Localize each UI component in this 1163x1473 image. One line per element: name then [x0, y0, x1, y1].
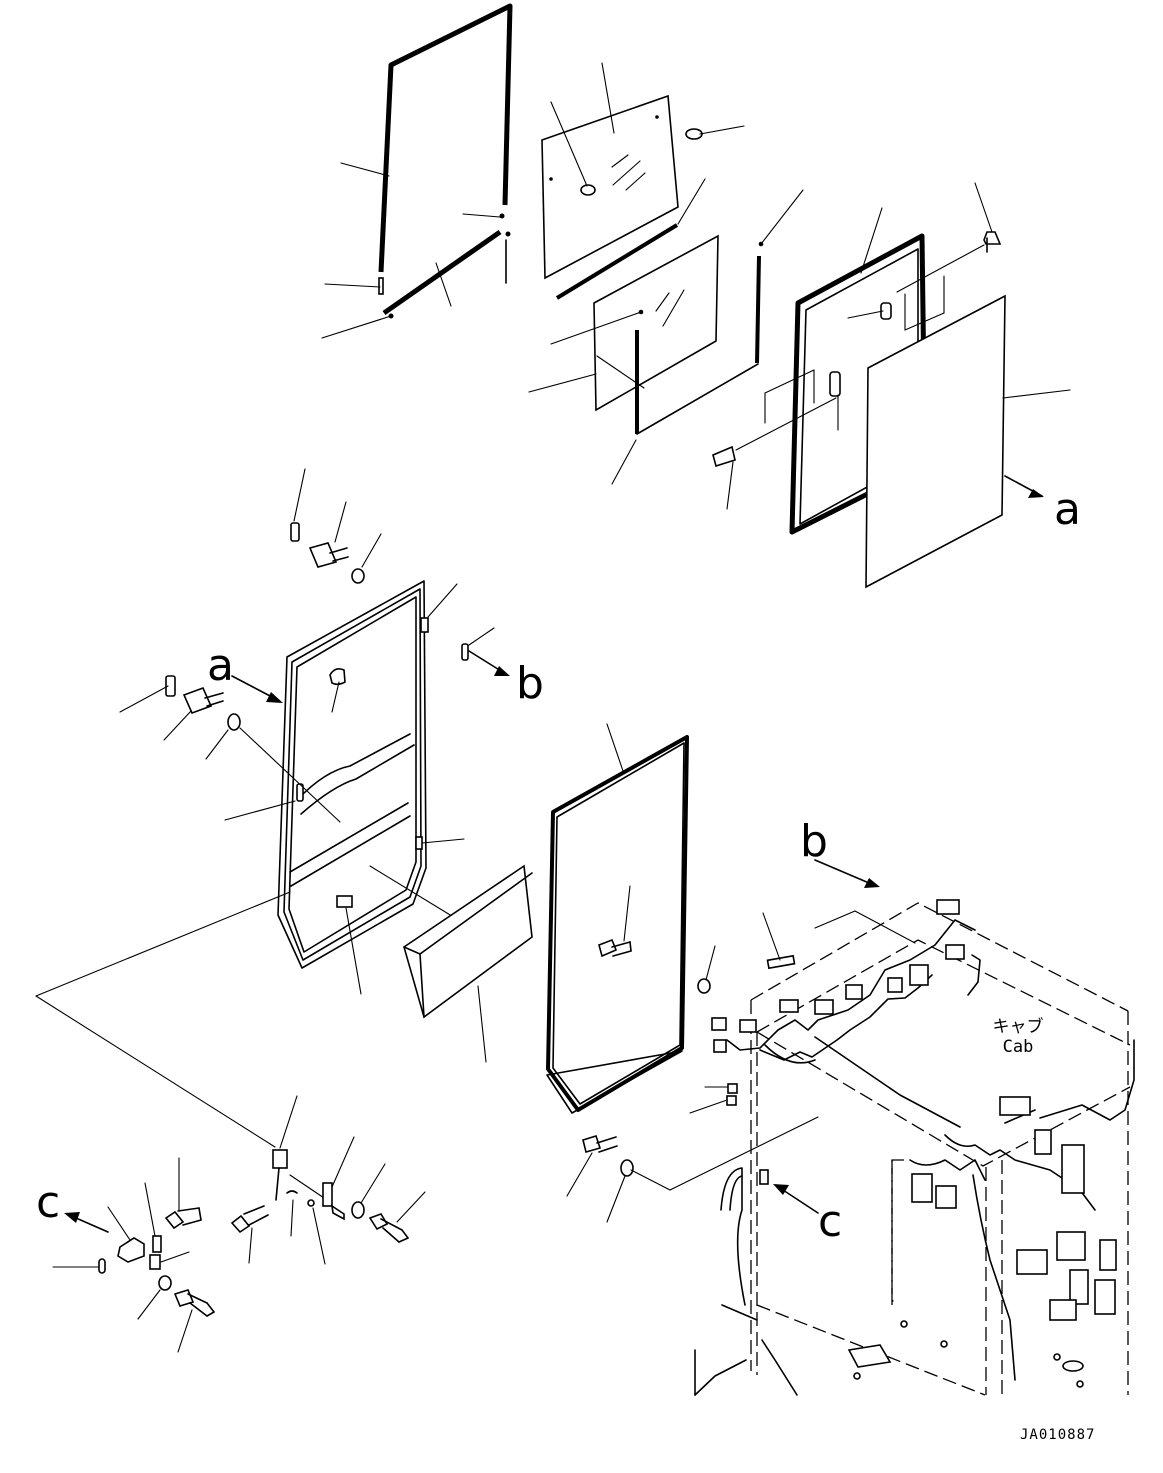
cab-label: キャブ Cab [982, 1017, 1054, 1057]
view-ref-c-latch: c [36, 1177, 61, 1228]
view-ref-a-door: a [207, 640, 234, 691]
drawing-code: JA010887 [1020, 1427, 1096, 1443]
cab-structure [689, 859, 1135, 1396]
cab-label-en: Cab [1002, 1037, 1034, 1057]
view-ref-b-door: b [516, 658, 544, 709]
door-assembly [119, 468, 510, 995]
upper-window-seal-assembly [321, 3, 513, 339]
side-glass-assembly [403, 723, 819, 1223]
view-ref-a-top: a [1054, 484, 1081, 535]
view-ref-c-cab: c [818, 1196, 843, 1247]
sliding-glass-assembly [528, 62, 804, 485]
view-ref-b-cab: b [800, 816, 828, 867]
rear-window-assembly [712, 182, 1071, 589]
latch-hardware [35, 891, 426, 1353]
cab-label-jp: キャブ [992, 1017, 1044, 1037]
